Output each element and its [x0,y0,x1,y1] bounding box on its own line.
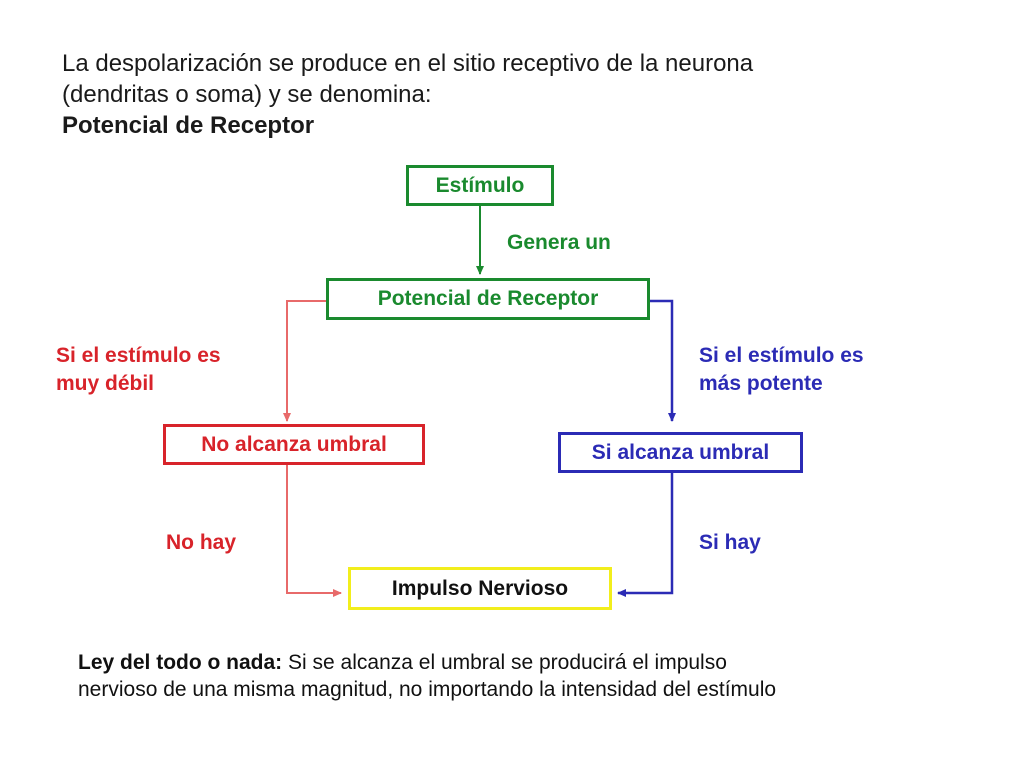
arrow-si-alcanza-to-impulso [617,472,674,597]
arrow-potencial-to-no-alcanza [283,300,326,422]
edge-label-mas-potente: Si el estímulo es más potente [699,342,864,398]
edge-label-muy-debil-line-2: muy débil [56,372,155,395]
footer-line-1: Ley del todo o nada: Si se alcanza el um… [78,649,978,676]
intro-text: La despolarización se produce en el siti… [62,48,962,141]
edge-label-genera-un: Genera un [507,231,611,254]
footer-law-text: Ley del todo o nada: Si se alcanza el um… [78,649,978,703]
node-potencial-label: Potencial de Receptor [377,287,599,310]
edge-label-mas-potente-line-1: Si el estímulo es [699,344,864,367]
intro-term: Potencial de Receptor [62,112,315,139]
edge-label-mas-potente-line-2: más potente [699,372,823,395]
edge-label-si-hay: Si hay [699,531,761,554]
node-potencial-de-receptor: Potencial de Receptor [326,278,650,320]
node-estimulo-label: Estímulo [435,173,525,197]
footer-line-2: nervioso de una misma magnitud, no impor… [78,678,777,701]
node-si-alcanza-label: Si alcanza umbral [591,440,770,464]
intro-line-2: (dendritas o soma) y se denomina: [62,81,432,108]
edge-label-no-hay: No hay [166,531,237,554]
node-impulso-label: Impulso Nervioso [391,576,569,600]
node-no-alcanza-label: No alcanza umbral [201,432,387,456]
edge-label-muy-debil-line-1: Si el estímulo es [56,344,221,367]
arrow-potencial-to-si-alcanza [650,299,676,422]
node-no-alcanza-umbral: No alcanza umbral [163,424,425,465]
arrow-no-alcanza-to-impulso [286,464,342,597]
node-impulso-nervioso: Impulso Nervioso [348,567,612,610]
node-estimulo: Estímulo [406,165,554,206]
edge-label-muy-debil: Si el estímulo es muy débil [56,342,221,398]
node-si-alcanza-umbral: Si alcanza umbral [558,432,803,473]
footer-law-title: Ley del todo o nada: [78,651,283,674]
intro-line-1: La despolarización se produce en el siti… [62,50,754,77]
footer-law-rest: Si se alcanza el umbral se producirá el … [282,651,727,674]
